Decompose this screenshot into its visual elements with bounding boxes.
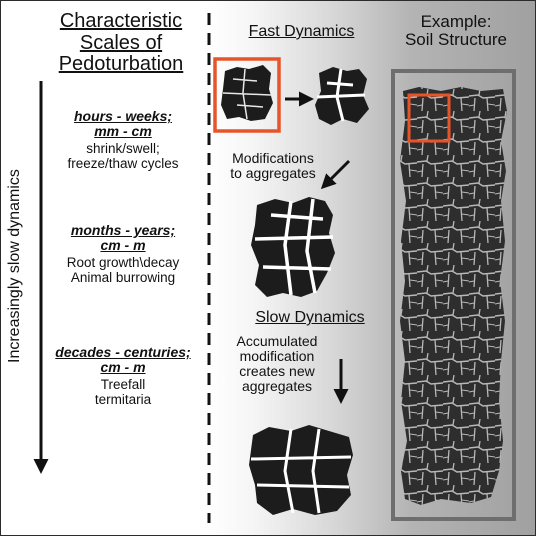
scale-size-months: cm - m: [100, 237, 146, 254]
example-soil-panel: [391, 69, 516, 521]
scale-size-decades: cm - m: [100, 359, 146, 376]
slow-caption-line-4: aggregates: [241, 378, 313, 395]
fast-highlight-box: [213, 57, 281, 133]
fast-caption-line-2: to aggregates: [230, 165, 316, 182]
slow-dynamics-heading: Slow Dynamics: [255, 309, 365, 326]
scale-process-hours-1: shrink/swell;: [86, 141, 160, 157]
fast-dynamics-caption: Modifications to aggregates: [223, 150, 323, 182]
scale-range-decades: decades - centuries;: [55, 344, 191, 360]
modification-arrow: [320, 159, 351, 190]
fast-aggregate-modified: [315, 67, 369, 125]
scale-range-hours: hours - weeks;: [73, 108, 173, 124]
example-highlight-box: [407, 93, 451, 143]
scales-heading: Characteristic Scales of Pedoturbation: [31, 10, 211, 76]
soil-structure-image: [400, 87, 507, 505]
fast-dynamics-heading: Fast Dynamics: [248, 23, 355, 40]
scale-process-hours-2: freeze/thaw cycles: [67, 155, 179, 171]
scale-block-hours: hours - weeks; mm - cm shrink/swell; fre…: [39, 108, 207, 171]
slow-dynamics-caption: Accumulated modification creates new agg…: [227, 333, 327, 395]
scale-process-decades-1: Treefall: [100, 377, 146, 393]
example-heading-line-2: Soil Structure: [404, 30, 508, 50]
scale-block-decades: decades - centuries; cm - m Treefall ter…: [37, 344, 209, 407]
example-heading: Example: Soil Structure: [381, 12, 531, 50]
scales-heading-line-1: Characteristic: [59, 10, 183, 32]
scale-process-decades-2: termitaria: [94, 391, 152, 407]
scale-range-months: months - years;: [70, 222, 176, 238]
scale-process-months-1: Root growth\decay: [66, 255, 180, 271]
fast-aggregate-initial: [221, 65, 273, 121]
scales-heading-line-3: Pedoturbation: [58, 53, 184, 76]
slow-caption-line-3: creates new: [239, 363, 315, 380]
scale-size-hours: mm - cm: [94, 123, 152, 140]
scales-heading-line-2: Scales of: [79, 31, 163, 54]
scale-block-months: months - years; cm - m Root growth\decay…: [39, 222, 207, 285]
slow-caption-line-1: Accumulated: [236, 333, 318, 349]
example-heading-line-1: Example:: [420, 12, 492, 31]
aggregate-new: [249, 425, 353, 515]
aggregate-modified-large: [251, 197, 335, 297]
fast-caption-line-1: Modifications: [232, 150, 314, 166]
scale-process-months-2: Animal burrowing: [70, 269, 176, 285]
slow-caption-line-2: modification: [239, 348, 315, 365]
